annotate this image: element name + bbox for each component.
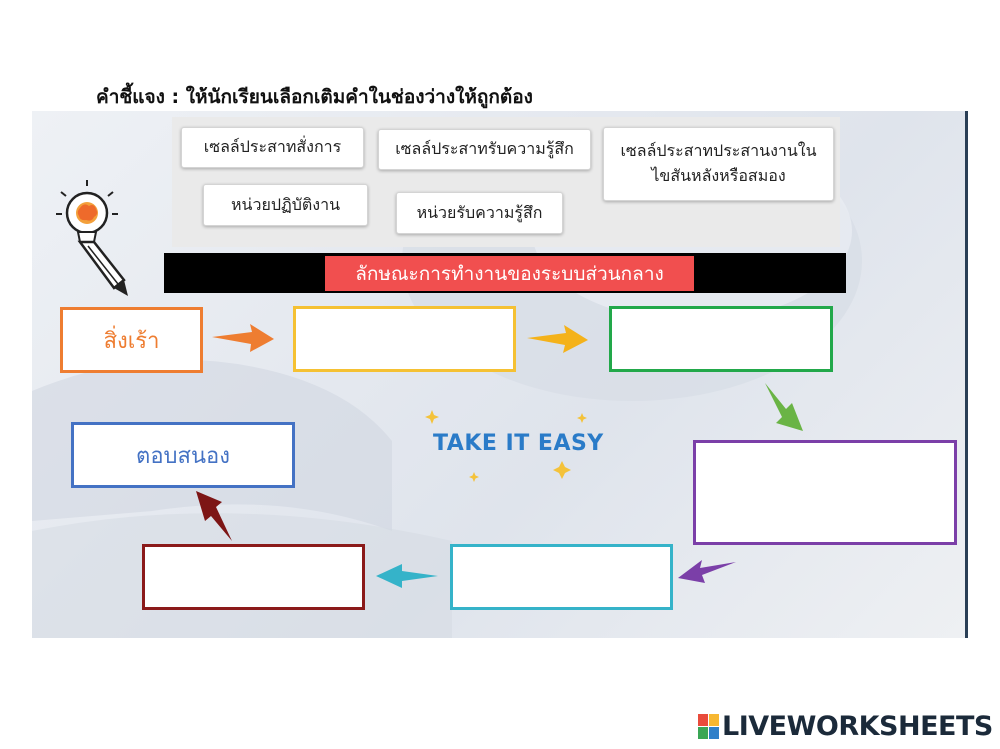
tagline: TAKE IT EASY xyxy=(433,431,604,456)
sheet-edge xyxy=(965,111,968,638)
chip-receptor[interactable]: หน่วยรับความรู้สึก xyxy=(396,192,563,234)
chip-motor-neuron[interactable]: เซลล์ประสาทสั่งการ xyxy=(181,127,364,168)
blank-box-1 xyxy=(293,306,516,372)
liveworksheets-logo: LIVEWORKSHEETS xyxy=(698,711,993,742)
blank-box-5 xyxy=(142,544,365,610)
chip-interneuron-line1: เซลล์ประสาทประสานงานใน xyxy=(620,141,817,161)
logo-mark-icon xyxy=(698,713,719,739)
banner-title: ลักษณะการทำงานของระบบส่วนกลาง xyxy=(325,256,694,291)
end-label: ตอบสนอง xyxy=(136,443,230,469)
start-box: สิ่งเร้า xyxy=(60,307,203,373)
logo-text: LIVEWORKSHEETS xyxy=(722,711,993,742)
chip-interneuron[interactable]: เซลล์ประสาทประสานงานใน ไขสันหลังหรือสมอง xyxy=(603,127,834,201)
blank-input-5[interactable] xyxy=(159,558,348,596)
end-box: ตอบสนอง xyxy=(71,422,295,488)
chip-interneuron-line2: ไขสันหลังหรือสมอง xyxy=(651,166,786,185)
instruction-text: คำชี้แจง : ให้นักเรียนเลือกเติมคำในช่องว… xyxy=(96,86,533,108)
blank-input-4[interactable] xyxy=(467,558,656,596)
blank-input-2[interactable] xyxy=(626,320,816,358)
chip-sensory-neuron[interactable]: เซลล์ประสาทรับความรู้สึก xyxy=(378,129,591,170)
blank-box-3 xyxy=(693,440,957,545)
start-label: สิ่งเร้า xyxy=(103,328,160,354)
blank-input-1[interactable] xyxy=(310,320,499,358)
blank-box-2 xyxy=(609,306,833,372)
chip-effector[interactable]: หน่วยปฏิบัติงาน xyxy=(203,184,368,226)
blank-input-3[interactable] xyxy=(713,461,937,524)
blank-box-4 xyxy=(450,544,673,610)
